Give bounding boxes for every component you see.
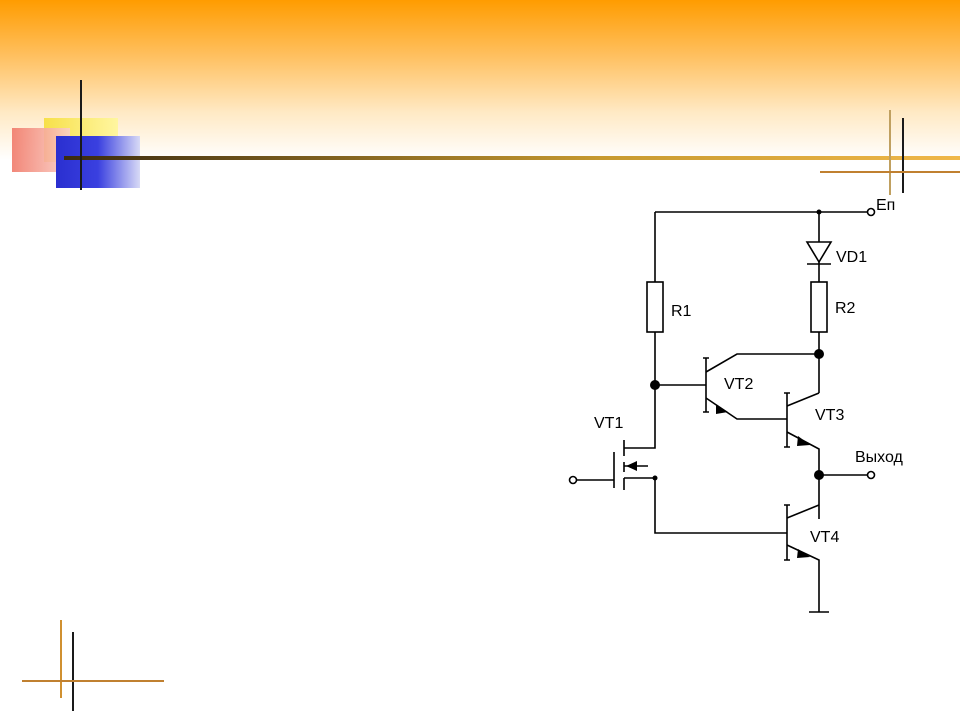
junction-dot xyxy=(814,470,824,480)
label-vd1: VD1 xyxy=(836,249,867,266)
transistor-vt4-collector xyxy=(786,504,820,519)
title-underline xyxy=(64,156,960,160)
label-vt2: VT2 xyxy=(724,376,753,393)
label-supply: Eп xyxy=(876,197,895,214)
junction-dot xyxy=(652,475,658,481)
transistor-vt4-emitter xyxy=(786,544,820,612)
junction-dot xyxy=(650,380,660,390)
deco-square-blue xyxy=(56,136,140,188)
junction-dot xyxy=(814,349,824,359)
header-banner xyxy=(0,0,960,160)
deco-horizontal-line xyxy=(22,680,164,682)
wire xyxy=(624,332,656,449)
deco-vertical-line xyxy=(902,118,904,193)
supply-terminal xyxy=(866,207,876,217)
resistor-r2 xyxy=(810,281,828,333)
label-vt1: VT1 xyxy=(594,415,623,432)
resistor-r1 xyxy=(646,281,664,333)
deco-vertical-line xyxy=(80,80,82,190)
transistor-vt3-emitter xyxy=(786,431,820,519)
transistor-vt1-source-wire xyxy=(624,477,787,534)
label-r2: R2 xyxy=(835,300,856,317)
label-vt3: VT3 xyxy=(815,407,844,424)
transistor-vt3-base xyxy=(784,392,790,448)
deco-vertical-line xyxy=(60,620,62,698)
vt2-emitter-arrow xyxy=(716,404,728,414)
vt3-emitter-arrow xyxy=(797,436,810,446)
output-terminal xyxy=(866,470,876,480)
transistor-vt2-base xyxy=(703,357,709,413)
input-terminal xyxy=(568,475,578,485)
transistor-vt3-collector xyxy=(786,392,820,407)
transistor-vt1-gate xyxy=(577,452,615,488)
diode-vd1 xyxy=(805,241,833,264)
label-r1: R1 xyxy=(671,303,692,320)
transistor-vt4-base xyxy=(784,504,790,561)
transistor-vt2-collector xyxy=(705,353,819,373)
vt4-emitter-arrow xyxy=(797,549,810,558)
vt1-body-arrow xyxy=(626,461,637,471)
deco-vertical-line xyxy=(889,110,891,195)
label-output: Выход xyxy=(855,449,904,466)
label-vt4: VT4 xyxy=(810,529,839,546)
junction-dot xyxy=(816,209,822,215)
deco-horizontal-line xyxy=(820,171,960,173)
deco-vertical-line xyxy=(72,632,74,711)
